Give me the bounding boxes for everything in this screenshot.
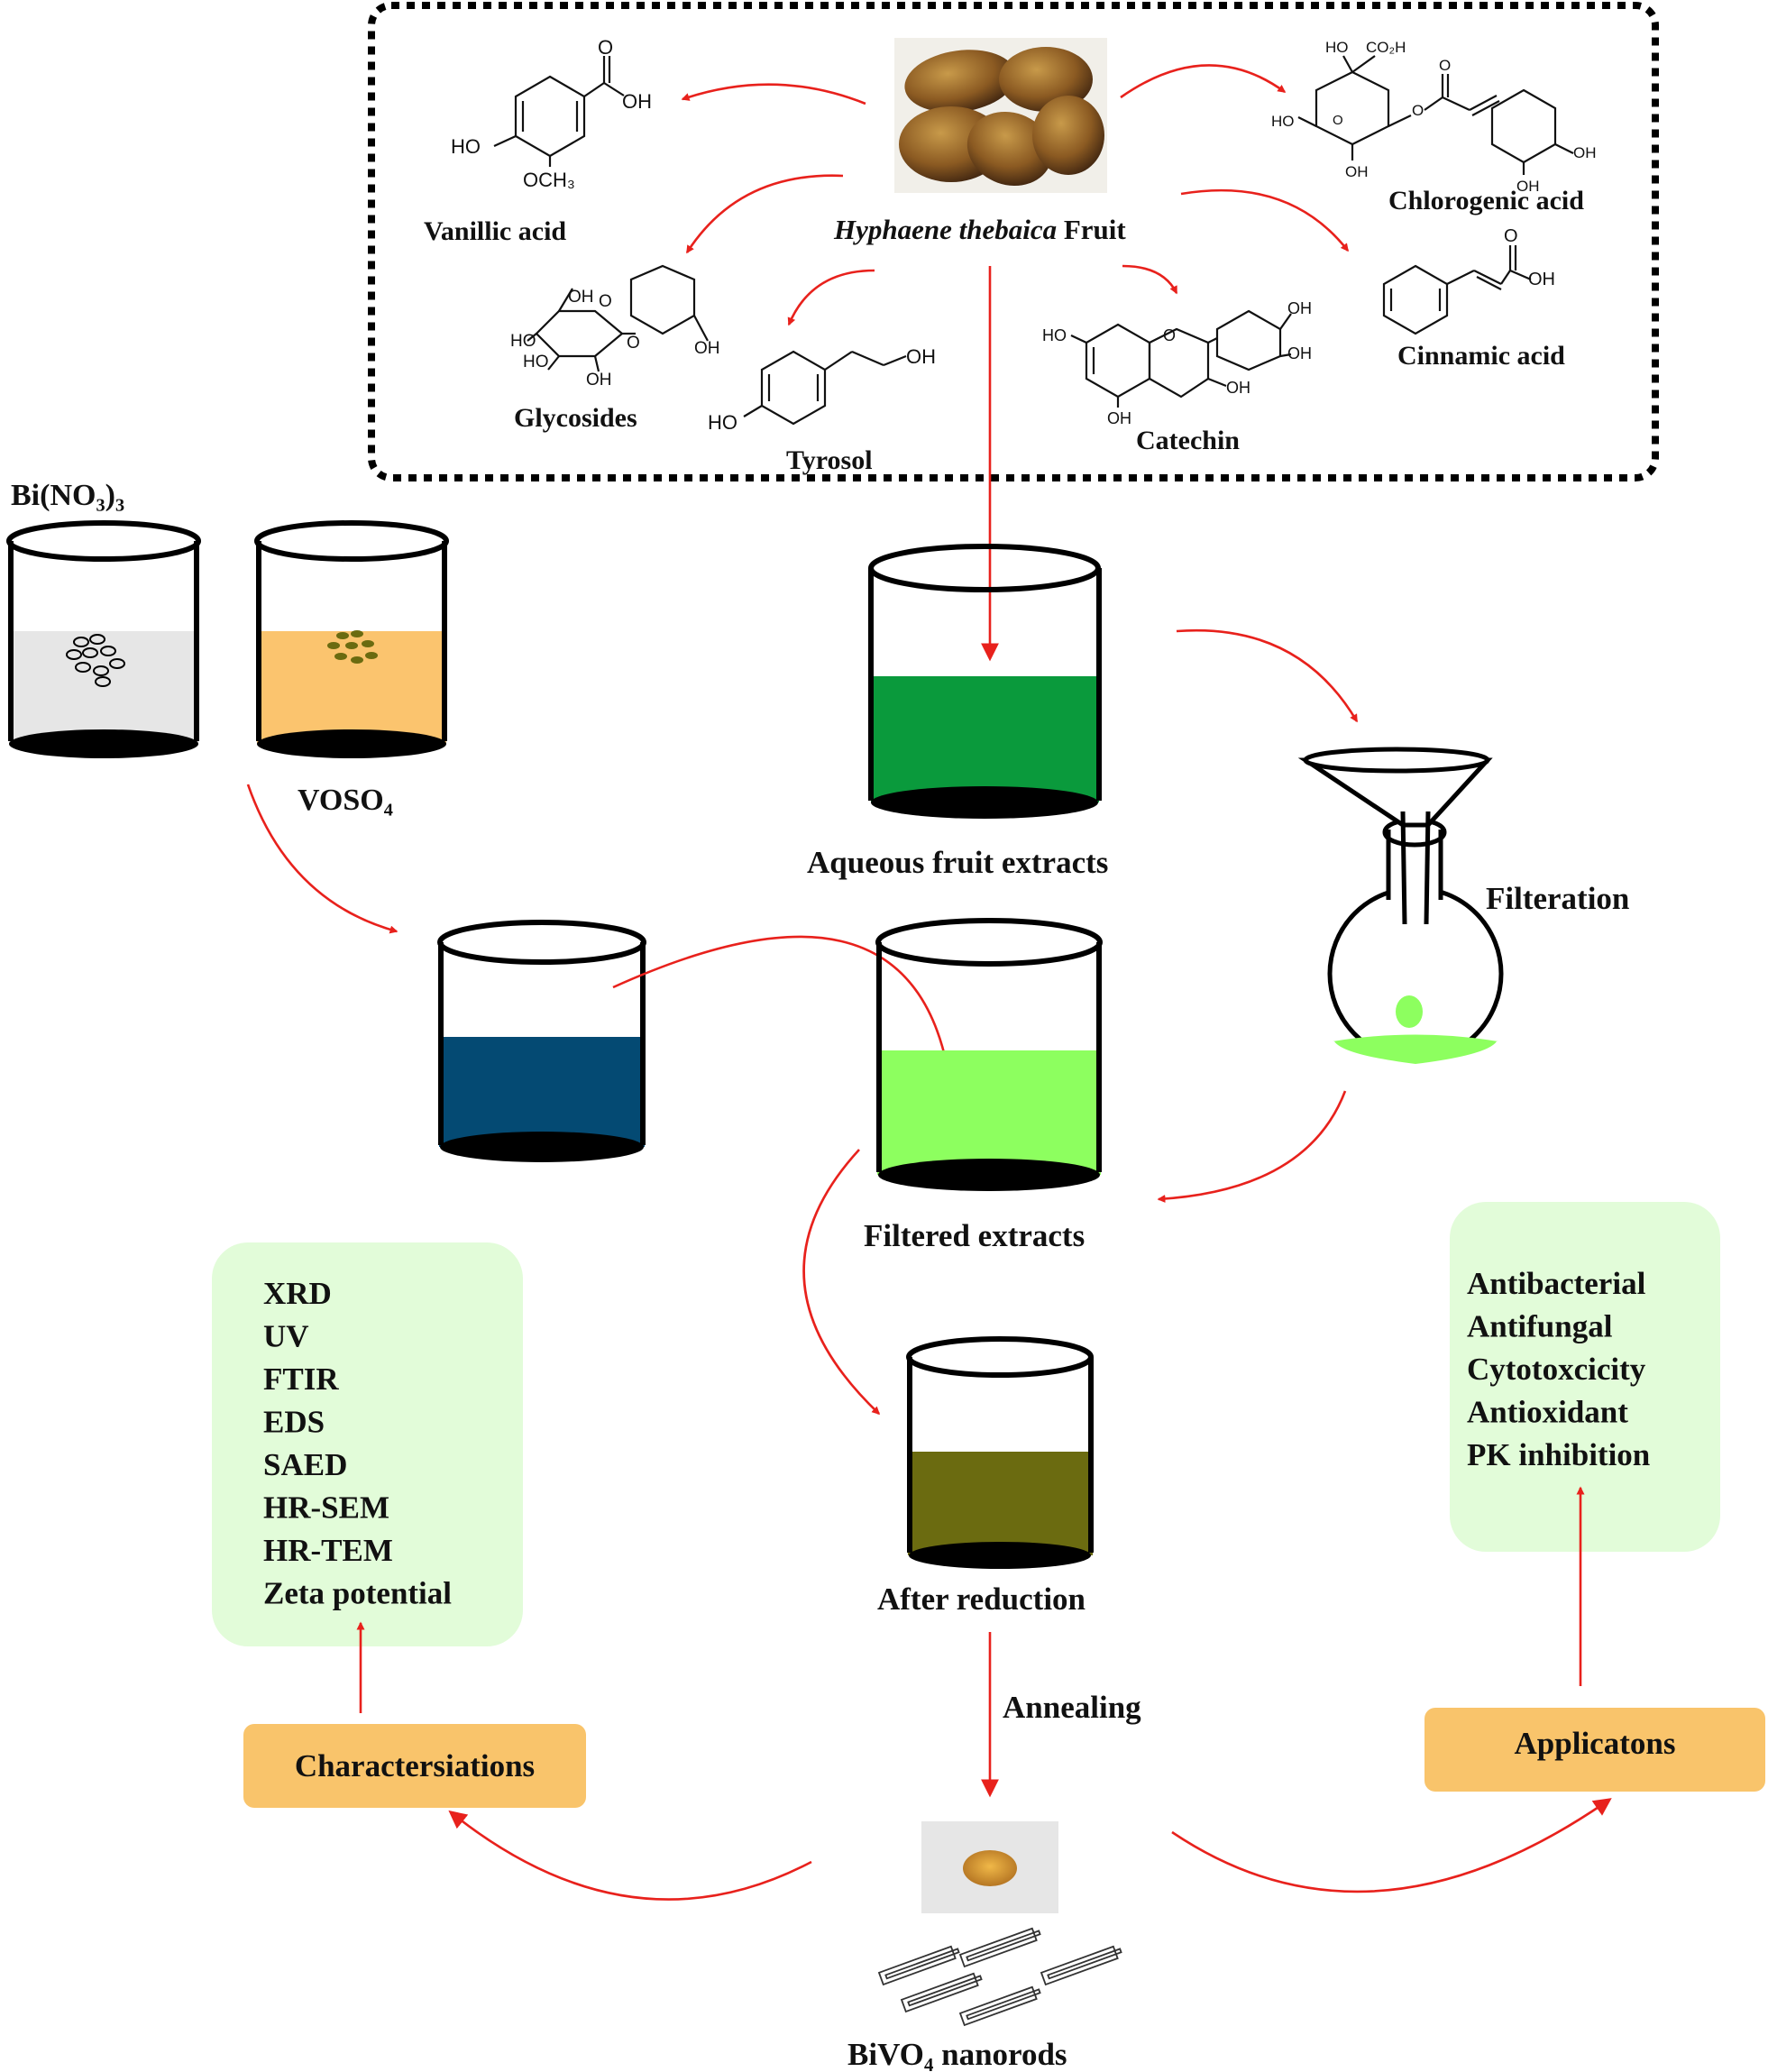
glycosides-structure: OH O HO HO OH O OH [510, 264, 720, 390]
arrow-to-cinnamic [1180, 188, 1350, 252]
svg-text:CO₂H: CO₂H [1366, 39, 1406, 56]
svg-text:O: O [598, 36, 613, 59]
svg-text:OH: OH [1107, 409, 1131, 427]
annealing-label: Annealing [1003, 1690, 1141, 1725]
fruit-photo [894, 38, 1107, 193]
reduced-beaker [906, 1336, 1094, 1569]
svg-text:HO: HO [510, 332, 536, 351]
voso4-beaker [254, 520, 449, 758]
product-label: BiVO₄ nanorods [847, 2037, 1067, 2072]
arrow-to-vanillic [681, 83, 866, 105]
compounds-frame [368, 2, 1659, 481]
filtered-extract-label: Filtered extracts [864, 1218, 1085, 1253]
characterization-title: Charactersiations [295, 1748, 535, 1783]
application-item: Antioxidant [1467, 1395, 1628, 1430]
applications-tag [1424, 1708, 1765, 1792]
glycosides-label: Glycosides [514, 403, 637, 433]
svg-text:O: O [627, 334, 640, 353]
applications-title: Applicatons [1515, 1726, 1676, 1761]
svg-text:OH: OH [622, 90, 652, 113]
bi-nitrate-beaker [6, 520, 201, 758]
svg-text:O: O [599, 292, 612, 311]
filtration-label: Filteration [1486, 881, 1629, 916]
tyrosol-label: Tyrosol [786, 445, 873, 475]
applications-panel [1450, 1202, 1720, 1552]
bi-nitrate-label: Bi(NO₃)₃ [11, 479, 124, 512]
svg-text:HO: HO [1042, 326, 1067, 344]
arrow-to-filtration [1176, 628, 1359, 723]
svg-text:OH: OH [586, 371, 612, 390]
svg-text:OH: OH [1287, 344, 1312, 362]
nanorods-icon [877, 1927, 1122, 2027]
svg-text:HO: HO [1325, 39, 1349, 56]
aqueous-extract-beaker [868, 544, 1102, 819]
svg-text:OH: OH [906, 345, 936, 368]
mixture-beaker [437, 920, 646, 1162]
characterization-list: XRD UV FTIR EDS SAED HR-SEM HR-TEM Zeta potenti… [263, 1276, 452, 1611]
filtered-extract-beaker [875, 918, 1103, 1191]
vanillic-acid-structure: O OH HO OCH₃ [451, 36, 652, 191]
arrow-reagents-to-mixture [246, 784, 398, 934]
characterization-panel [212, 1242, 523, 1646]
svg-text:OH: OH [1287, 299, 1312, 317]
application-item: Cytotoxcicity [1467, 1352, 1646, 1387]
application-item: Antibacterial [1467, 1266, 1646, 1301]
arrow-to-tyrosol [787, 269, 875, 326]
filtration-flask [1297, 747, 1504, 1064]
svg-text:O: O [1333, 113, 1343, 128]
svg-text:HO: HO [1271, 113, 1295, 130]
svg-text:HO: HO [451, 135, 481, 158]
arrow-product-to-characterization [448, 1810, 812, 1901]
svg-text:OH: OH [1528, 270, 1555, 289]
svg-text:OH: OH [1516, 178, 1540, 195]
svg-text:OH: OH [694, 339, 720, 358]
cinnamic-acid-label: Cinnamic acid [1397, 341, 1565, 371]
svg-text:OH: OH [1573, 144, 1597, 161]
arrow-to-glycosides [685, 174, 844, 254]
characterization-item: Zeta potential [263, 1576, 452, 1611]
characterization-item: HR-SEM [263, 1490, 389, 1526]
svg-text:O: O [1439, 57, 1451, 74]
after-reduction-label: After reduction [877, 1582, 1086, 1617]
aqueous-extract-label: Aqueous fruit extracts [807, 845, 1108, 880]
svg-text:O: O [1504, 226, 1518, 246]
application-item: Antifungal [1467, 1309, 1613, 1344]
arrow-mixture-to-filtered [612, 935, 949, 1066]
arrow-to-catechin [1122, 264, 1178, 295]
cinnamic-acid-structure: O OH [1382, 226, 1555, 335]
characterization-item: EDS [263, 1405, 325, 1440]
tyrosol-structure: OH HO [708, 345, 936, 434]
powder-photo [921, 1821, 1058, 1913]
characterization-item: UV [263, 1319, 309, 1354]
svg-text:HO: HO [523, 353, 549, 371]
arrow-to-chlorogenic [1120, 64, 1287, 99]
characterization-item: SAED [263, 1447, 347, 1482]
arrow-filtered-to-reduced [802, 1149, 881, 1416]
characterization-item: HR-TEM [263, 1533, 393, 1568]
characterization-item: FTIR [263, 1361, 339, 1397]
svg-text:O: O [1412, 102, 1424, 119]
svg-text:HO: HO [708, 411, 737, 434]
chlorogenic-acid-structure: HO CO₂H O HO OH O O OH OH [1271, 39, 1597, 195]
application-item: PK inhibition [1467, 1437, 1650, 1472]
voso4-label: VOSO₄ [298, 784, 393, 817]
arrow-product-to-applications [1171, 1798, 1612, 1893]
characterization-item: XRD [263, 1276, 332, 1311]
applications-list: AntibacterialAntifungalCytotoxcicityAnti… [1467, 1266, 1650, 1472]
source-label: Hyphaene thebaica Fruit [833, 214, 1126, 245]
characterization-tag [243, 1724, 586, 1808]
svg-text:OCH₃: OCH₃ [523, 169, 575, 191]
arrow-flask-to-filtered [1157, 1090, 1347, 1204]
catechin-structure: O HO OH OH OH OH [1042, 299, 1312, 427]
svg-text:OH: OH [1345, 163, 1369, 180]
chlorogenic-acid-label: Chlorogenic acid [1388, 186, 1584, 215]
svg-text:O: O [1163, 326, 1176, 344]
svg-text:OH: OH [1226, 379, 1250, 397]
svg-text:OH: OH [568, 288, 594, 307]
vanillic-acid-label: Vanillic acid [424, 216, 566, 246]
catechin-label: Catechin [1136, 426, 1240, 455]
